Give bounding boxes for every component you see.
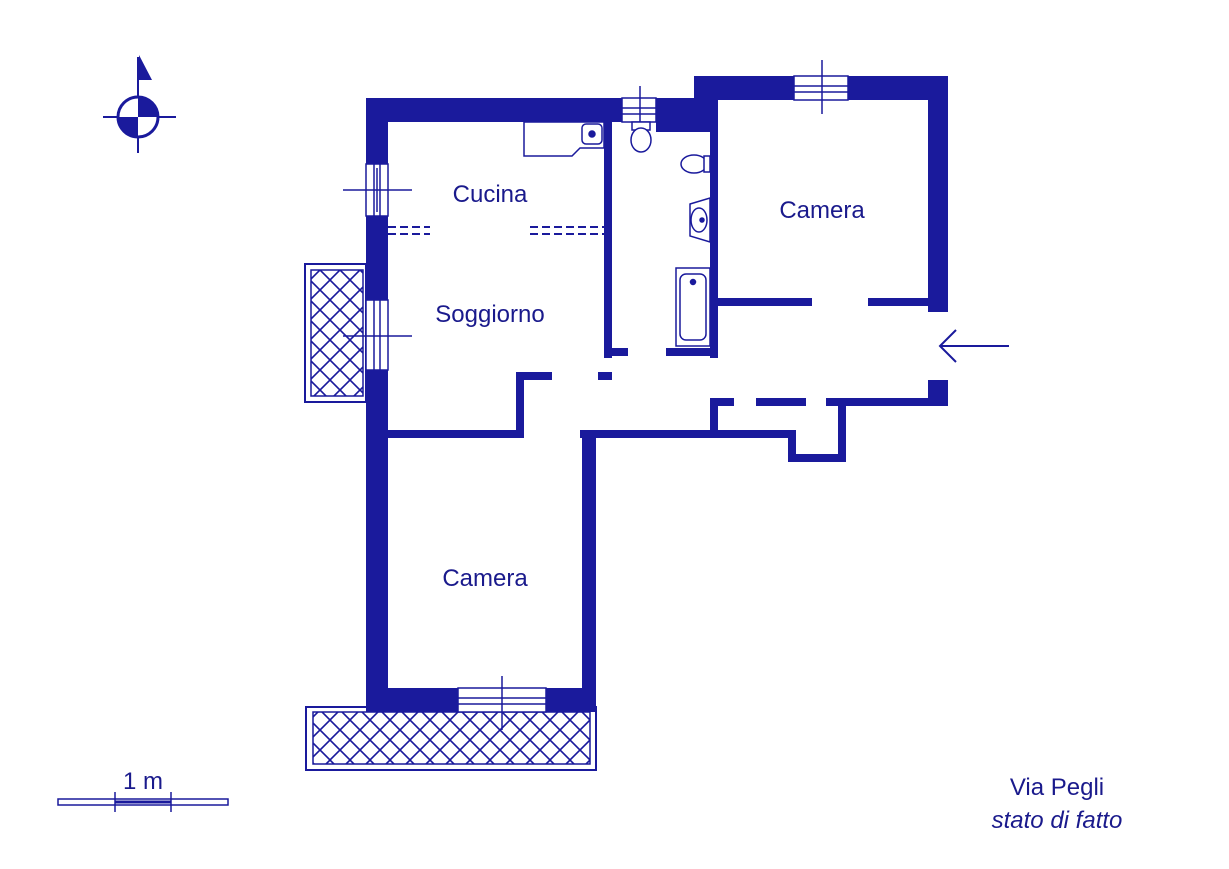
room-label-bedroom-bottom: Camera bbox=[442, 565, 528, 592]
balcony-left bbox=[304, 263, 367, 403]
caption-status: stato di fatto bbox=[992, 807, 1123, 834]
sink-icon bbox=[689, 196, 711, 244]
scale-bar bbox=[57, 792, 229, 812]
toilet-icon bbox=[630, 121, 652, 153]
kitchen-counter bbox=[523, 121, 605, 157]
caption-street: Via Pegli bbox=[1010, 774, 1104, 801]
room-label-kitchen: Cucina bbox=[453, 181, 528, 208]
bathtub-icon bbox=[675, 267, 711, 347]
balcony-bottom bbox=[305, 706, 597, 771]
scale-bar-label: 1 m bbox=[123, 768, 163, 795]
walls bbox=[366, 76, 948, 712]
room-label-living: Soggiorno bbox=[435, 301, 544, 328]
kitchen-divider bbox=[388, 226, 604, 235]
entrance-arrow-icon bbox=[938, 329, 1009, 363]
bidet-icon bbox=[680, 154, 711, 174]
room-label-bedroom-top: Camera bbox=[779, 197, 865, 224]
north-arrow-icon bbox=[103, 55, 176, 153]
windows bbox=[343, 60, 849, 730]
